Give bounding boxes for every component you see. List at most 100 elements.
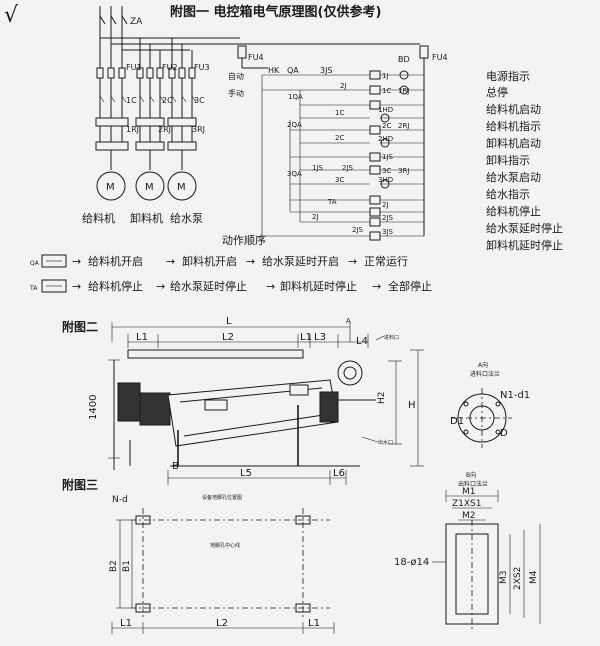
svg-text:M: M [106,182,115,193]
fig2-title: 附图二 [62,319,98,334]
svg-text:M2: M2 [462,511,476,521]
motor-2 [135,171,165,201]
svg-text:1QA: 1QA [288,93,303,101]
legend-item-10: 卸料机延时停止 [486,238,563,252]
legend-item-2: 给料机启动 [486,102,541,116]
svg-text:1HD: 1HD [378,106,393,114]
seq2-step-1: 给水泵延时停止 [170,279,247,293]
svg-text:2J: 2J [382,201,389,209]
svg-text:3C: 3C [382,167,391,175]
legend-item-3: 给料机指示 [486,119,541,133]
svg-text:TA: TA [29,285,38,292]
svg-text:TA: TA [327,198,337,206]
motor-name-1: 给料机 [82,211,115,225]
svg-text:L1: L1 [308,618,320,629]
svg-text:M3: M3 [499,571,509,585]
svg-text:L1: L1 [120,618,132,629]
svg-text:3C: 3C [335,176,344,184]
seq1-step-0: 给料机开启 [88,254,143,268]
svg-text:1400: 1400 [88,395,99,420]
svg-text:L4: L4 [356,336,368,347]
svg-text:地脚孔中心线: 地脚孔中心线 [210,542,240,549]
seq2-step-2: 卸料机延时停止 [280,279,357,293]
svg-text:L2: L2 [222,332,234,343]
drive-motor [117,382,141,422]
svg-text:2QA: 2QA [287,121,302,129]
svg-text:→: → [156,280,165,293]
legend-item-6: 给水泵启动 [486,171,541,184]
legend-item-5: 卸料指示 [486,153,530,167]
legend-item-0: 电源指示 [486,69,530,83]
machine-side-view: L A L1 L2 L1 L3 L4 进料口 1400 [88,316,424,485]
svg-text:A: A [346,317,351,325]
svg-text:L1: L1 [136,332,148,343]
svg-text:N-d: N-d [112,495,128,505]
svg-text:M1: M1 [462,487,476,497]
rj1-label: 1RJ [126,125,139,134]
svg-text:设备地脚孔位置图: 设备地脚孔位置图 [202,494,242,501]
svg-text:1C: 1C [382,87,391,95]
svg-text:→: → [348,255,357,268]
svg-text:1JS: 1JS [382,153,394,161]
svg-text:2HD: 2HD [378,135,393,143]
legend-item-7: 给水指示 [486,187,530,201]
svg-text:L3: L3 [314,332,326,343]
legend-item-1: 总停 [486,85,508,99]
svg-text:B1: B1 [122,560,132,572]
svg-text:→: → [266,280,275,293]
svg-text:FU4: FU4 [432,53,448,62]
svg-text:H2: H2 [377,392,387,405]
foundation-plan: N-d 设备地脚孔位置图 地脚孔中心线 B2 B1 L1 L2 L1 [109,494,335,634]
svg-text:L1: L1 [300,332,312,343]
svg-text:出水口: 出水口 [378,439,393,446]
rj2-label: 2RJ [158,125,171,134]
motor-1 [96,171,126,201]
svg-text:2C: 2C [335,134,344,142]
svg-text:2RJ: 2RJ [398,122,409,130]
svg-text:3HD: 3HD [378,176,393,184]
main-power-circuit: ZA FU1 FU2 FU3 1C 2C 3C [82,6,420,247]
svg-text:M4: M4 [529,570,539,584]
legend-item-4: 卸料机启动 [486,136,541,150]
svg-text:→: → [72,255,81,268]
svg-text:L5: L5 [240,468,252,479]
c2-label: 2C [162,96,173,105]
svg-text:2C: 2C [382,122,391,130]
svg-text:D1: D1 [450,416,464,427]
rj3-label: 3RJ [192,125,205,134]
a-view-flange: A向 进料口法兰 N1-d1 D1 D [450,361,530,448]
motor-3 [167,171,197,201]
fu1-label: FU1 [126,63,142,72]
svg-text:H: H [408,400,416,411]
seq1-step-2: 给水泵延时开启 [262,255,339,268]
seq1-step-3: 正常运行 [364,255,408,268]
svg-text:3JS: 3JS [320,66,333,75]
svg-text:QA: QA [30,260,40,267]
svg-text:出料口法兰: 出料口法兰 [458,480,488,488]
svg-text:→: → [372,280,381,293]
svg-text:→: → [166,255,175,268]
seq2-step-0: 给料机停止 [88,279,143,293]
svg-text:进料口法兰: 进料口法兰 [470,370,500,378]
c1-label: 1C [126,96,137,105]
svg-text:2JS: 2JS [352,226,364,234]
svg-text:D: D [500,428,508,439]
legend-item-9: 给水泵延时停止 [486,221,563,235]
seq1-step-1: 卸料机开启 [182,254,237,268]
svg-text:QA: QA [287,66,299,75]
svg-text:A向: A向 [478,361,488,369]
control-circuit: FU4 FU4 自动 手动 HK QA 3JS BD [228,45,448,241]
svg-text:3QA: 3QA [287,170,302,178]
svg-text:1C: 1C [335,109,344,117]
svg-text:1JS: 1JS [312,164,324,172]
svg-text:B2: B2 [109,560,119,572]
svg-text:L: L [226,316,232,327]
svg-text:BD: BD [398,55,410,64]
svg-text:2JS: 2JS [342,164,354,172]
svg-text:M: M [177,182,186,193]
sequence-stop: TA → 给料机停止 → 给水泵延时停止 → 卸料机延时停止 → 全部停止 [29,279,432,293]
inlet-flange [337,360,363,386]
svg-text:手动: 手动 [228,88,244,98]
